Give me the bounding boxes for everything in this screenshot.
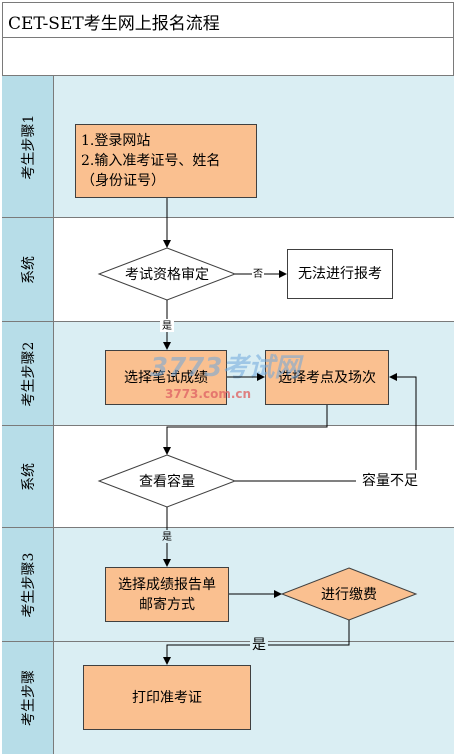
- lane-body: [54, 426, 454, 527]
- select-venue-session-box: 选择考点及场次: [265, 350, 389, 405]
- lane-label: 考生步骤: [2, 642, 54, 754]
- lane-label: 考生步骤1: [2, 76, 54, 217]
- select-mail-method-box: 选择成绩报告单 邮寄方式: [105, 567, 229, 622]
- title-bar: CET-SET考生网上报名流程: [2, 2, 454, 38]
- lane-label: 考生步骤2: [2, 322, 54, 425]
- select-written-score-box: 选择笔试成绩: [105, 350, 227, 405]
- lane-body: [54, 218, 454, 321]
- print-admission-ticket-box: 打印准考证: [83, 665, 251, 730]
- login-step-box: 1.登录网站 2.输入准考证号、姓名 （身份证号）: [75, 124, 257, 198]
- lane-system-2: 系统: [2, 426, 454, 528]
- blank-header-row: [2, 38, 454, 76]
- page-title: CET-SET考生网上报名流程: [8, 14, 220, 34]
- lane-label: 系统: [2, 426, 54, 527]
- cannot-apply-box: 无法进行报考: [287, 249, 393, 299]
- lane-label: 考生步骤3: [2, 528, 54, 641]
- lane-label: 系统: [2, 218, 54, 321]
